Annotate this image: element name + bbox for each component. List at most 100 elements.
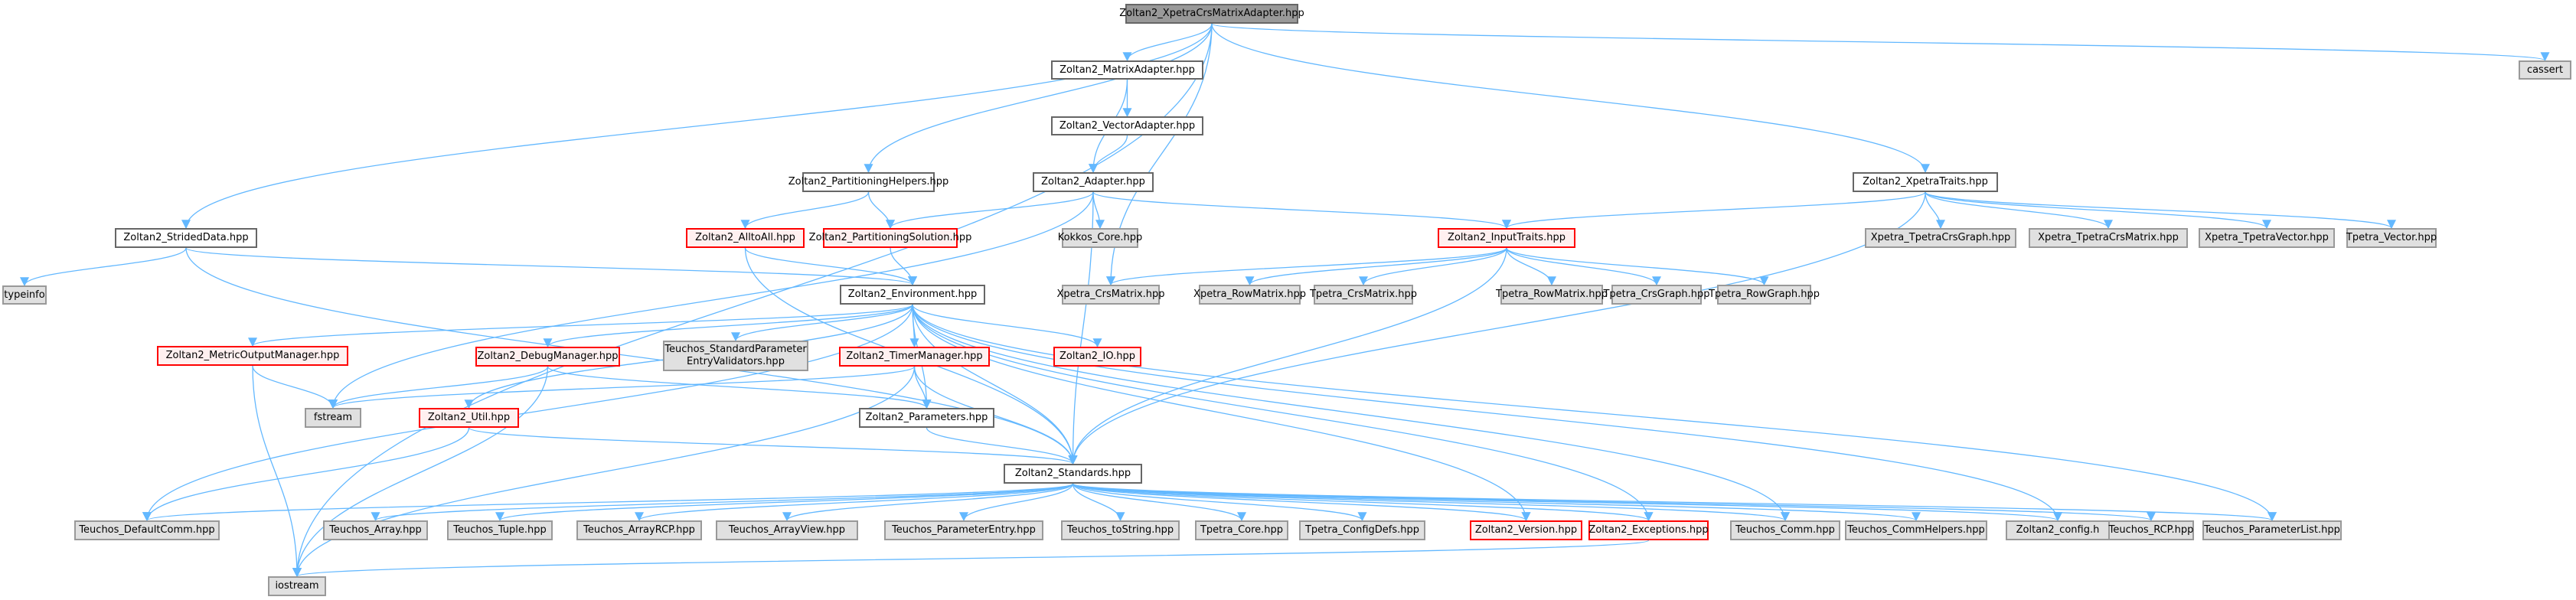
edge-inputtraits-to-tpetracrsmatrix xyxy=(1359,247,1507,286)
node-input-traits[interactable]: Zoltan2_InputTraits.hpp xyxy=(1438,228,1575,248)
node-label: Teuchos_DefaultComm.hpp xyxy=(79,524,215,536)
node-label: Tpetra_CrsGraph.hpp xyxy=(1603,289,1710,300)
node-label: Teuchos_StandardParameter EntryValidator… xyxy=(664,344,807,367)
node-xpetra-row-matrix: Xpetra_RowMatrix.hpp xyxy=(1193,285,1306,305)
node-label: Tpetra_RowGraph.hpp xyxy=(1709,289,1820,300)
edge-partitioninghelpers-to-partsolution xyxy=(867,191,895,230)
edge-environment-to-standards xyxy=(912,304,1078,465)
edge-standards-to-paramlist xyxy=(1072,483,2277,522)
edge-standards-to-tostring xyxy=(1072,483,1125,522)
node-label: Tpetra_Vector.hpp xyxy=(2346,232,2437,243)
node-standards[interactable]: Zoltan2_Standards.hpp xyxy=(1004,464,1142,484)
node-util[interactable]: Zoltan2_Util.hpp xyxy=(419,408,519,428)
node-exceptions[interactable]: Zoltan2_Exceptions.hpp xyxy=(1588,520,1709,540)
edge-adapter-to-kokkoscore xyxy=(1092,191,1105,230)
node-parameters[interactable]: Zoltan2_Parameters.hpp xyxy=(859,408,994,428)
edge-environment-to-config xyxy=(912,304,2062,522)
node-label: Zoltan2_Standards.hpp xyxy=(1014,468,1131,479)
node-label: fstream xyxy=(313,412,353,423)
node-partitioning-solution[interactable]: Zoltan2_PartitioningSolution.hpp xyxy=(809,228,971,248)
node-xpetra-tpetra-crs-graph: Xpetra_TpetraCrsGraph.hpp xyxy=(1865,228,2016,248)
edge-root-to-cassert xyxy=(1211,23,2549,62)
node-label: Teuchos_Comm.hpp xyxy=(1735,524,1835,536)
node-label: Xpetra_TpetraCrsGraph.hpp xyxy=(1870,232,2011,243)
edge-environment-to-defaultcomm xyxy=(142,304,913,522)
node-strided-data[interactable]: Zoltan2_StridedData.hpp xyxy=(115,228,257,248)
node-alltoall[interactable]: Zoltan2_AlltoAll.hpp xyxy=(686,228,805,248)
node-typeinfo: typeinfo xyxy=(2,285,47,305)
edge-environment-to-metricoutput xyxy=(248,304,913,347)
node-tpetra-core: Tpetra_Core.hpp xyxy=(1195,520,1288,540)
edge-xpetratraits-to-xpetratpetravector xyxy=(1925,191,2271,230)
edge-xpetratraits-to-inputtraits xyxy=(1502,191,1926,230)
node-label: Zoltan2_AlltoAll.hpp xyxy=(695,232,795,243)
edge-standards-to-defaultcomm xyxy=(142,483,1074,522)
node-tuple: Teuchos_Tuple.hpp xyxy=(447,520,553,540)
node-label: cassert xyxy=(2526,64,2564,76)
node-adapter[interactable]: Zoltan2_Adapter.hpp xyxy=(1033,172,1154,192)
node-xpetra-traits[interactable]: Zoltan2_XpetraTraits.hpp xyxy=(1853,172,1998,192)
node-label: Xpetra_TpetraVector.hpp xyxy=(2205,232,2329,243)
edge-root-to-partitioninghelpers xyxy=(864,23,1213,174)
node-tpetra-config-defs: Tpetra_ConfigDefs.hpp xyxy=(1299,520,1425,540)
node-label: Zoltan2_PartitioningSolution.hpp xyxy=(808,232,972,243)
node-vector-adapter[interactable]: Zoltan2_VectorAdapter.hpp xyxy=(1051,116,1203,135)
node-version[interactable]: Zoltan2_Version.hpp xyxy=(1470,520,1582,540)
node-array-view: Teuchos_ArrayView.hpp xyxy=(716,520,858,540)
node-tpetra-row-matrix: Tpetra_RowMatrix.hpp xyxy=(1496,285,1608,305)
edge-inputtraits-to-xpetrarowmatrix xyxy=(1245,247,1507,286)
node-label: Zoltan2_DebugManager.hpp xyxy=(477,351,619,362)
node-label: Zoltan2_VectorAdapter.hpp xyxy=(1059,119,1196,132)
node-cassert: cassert xyxy=(2519,60,2571,80)
node-label: Teuchos_ParameterList.hpp xyxy=(2204,524,2340,536)
node-io[interactable]: Zoltan2_IO.hpp xyxy=(1053,347,1141,367)
node-standard-parameter-entry-validators: Teuchos_StandardParameter EntryValidator… xyxy=(663,341,808,371)
edge-standards-to-paramentry xyxy=(959,483,1074,522)
edge-xpetratraits-to-xpetratpetracrsgraph xyxy=(1925,191,1945,230)
edge-vectoradapter-to-adapter xyxy=(1089,135,1128,174)
node-metric-output-manager[interactable]: Zoltan2_MetricOutputManager.hpp xyxy=(157,346,348,366)
node-xpetra-tpetra-vector: Xpetra_TpetraVector.hpp xyxy=(2199,228,2335,248)
edge-inputtraits-to-xpetracrsmatrix xyxy=(1106,247,1507,286)
edge-standards-to-tpetraconfigdefs xyxy=(1072,483,1367,522)
node-xpetra-crs-matrix-adapter[interactable]: Zoltan2_XpetraCrsMatrixAdapter.hpp xyxy=(1119,4,1304,24)
node-label: Tpetra_RowMatrix.hpp xyxy=(1496,289,1608,300)
node-label: Xpetra_CrsMatrix.hpp xyxy=(1056,289,1165,300)
edge-inputtraits-to-tpetrarowgraph xyxy=(1506,247,1769,286)
node-tpetra-row-graph: Tpetra_RowGraph.hpp xyxy=(1709,285,1820,305)
edge-util-to-defaultcomm xyxy=(142,427,470,522)
node-matrix-adapter[interactable]: Zoltan2_MatrixAdapter.hpp xyxy=(1051,60,1203,80)
node-label: Xpetra_TpetraCrsMatrix.hpp xyxy=(2038,232,2179,243)
node-label: Tpetra_Core.hpp xyxy=(1200,524,1284,536)
edge-standards-to-arrayview xyxy=(782,483,1074,522)
node-label: Zoltan2_IO.hpp xyxy=(1059,351,1135,362)
node-environment[interactable]: Zoltan2_Environment.hpp xyxy=(840,285,985,305)
edge-environment-to-debugmanager xyxy=(543,304,913,348)
node-partitioning-helpers[interactable]: Zoltan2_PartitioningHelpers.hpp xyxy=(788,172,948,192)
node-label: Tpetra_ConfigDefs.hpp xyxy=(1304,524,1420,536)
node-debug-manager[interactable]: Zoltan2_DebugManager.hpp xyxy=(475,347,620,367)
node-array: Teuchos_Array.hpp xyxy=(323,520,428,540)
edge-debugmanager-to-parameters xyxy=(547,366,932,409)
node-tpetra-crs-matrix: Tpetra_CrsMatrix.hpp xyxy=(1310,285,1417,305)
node-kokkos-core: Kokkos_Core.hpp xyxy=(1058,228,1142,248)
node-label: Teuchos_ArrayView.hpp xyxy=(728,524,846,536)
node-timer-manager[interactable]: Zoltan2_TimerManager.hpp xyxy=(839,347,990,367)
edge-environment-to-exceptions xyxy=(912,304,1654,522)
edge-environment-to-paramlist xyxy=(912,304,2277,522)
node-label: Teuchos_toString.hpp xyxy=(1066,524,1174,536)
edge-partsolution-to-environment xyxy=(890,247,917,286)
edge-standards-to-tpetracore xyxy=(1072,483,1246,522)
edge-root-to-xpetratraits xyxy=(1211,23,1930,174)
node-fstream: fstream xyxy=(305,408,361,428)
node-label: Zoltan2_XpetraTraits.hpp xyxy=(1863,176,1988,188)
edge-standards-to-tuple xyxy=(495,483,1074,522)
edge-strideddata-to-environment xyxy=(185,247,917,286)
node-label: Zoltan2_PartitioningHelpers.hpp xyxy=(788,176,949,188)
node-tpetra-crs-graph: Tpetra_CrsGraph.hpp xyxy=(1603,285,1710,305)
node-label: Zoltan2_MetricOutputManager.hpp xyxy=(165,350,340,361)
edge-alltoall-to-environment xyxy=(744,247,917,286)
node-label: Teuchos_ParameterEntry.hpp xyxy=(892,524,1036,536)
edge-xpetratraits-to-xpetratpetracrsmatrix xyxy=(1925,191,2113,230)
